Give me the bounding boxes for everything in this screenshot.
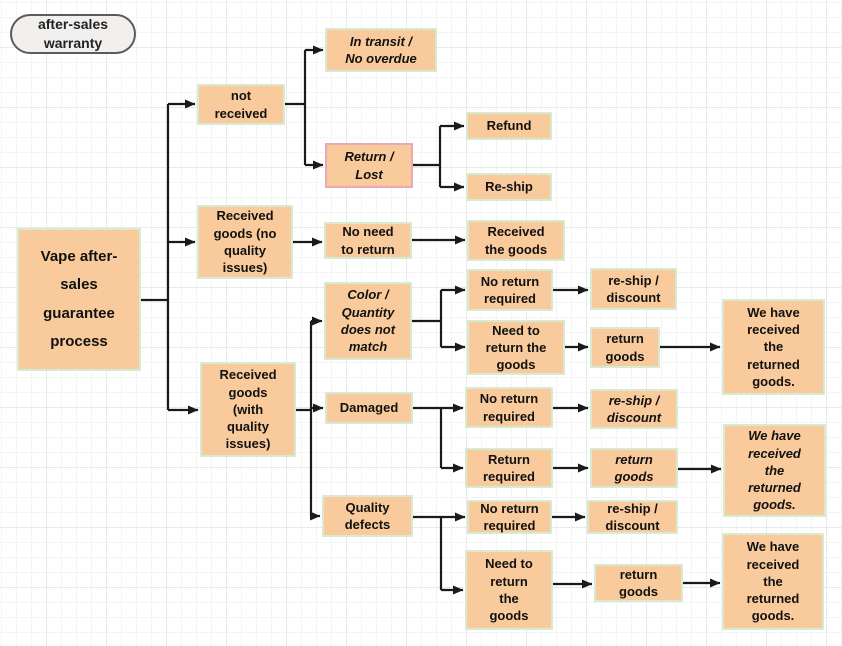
node-received-the-goods[interactable]: Received the goods [467,220,565,261]
node-return-goods-2[interactable]: return goods [590,448,678,488]
node-no-return-required-3[interactable]: No return required [467,500,552,534]
node-received-goods-with-quality-issues[interactable]: Received goods (with quality issues) [200,362,296,457]
node-we-have-received-returned-goods-2[interactable]: We have received the returned goods. [723,424,826,517]
node-we-have-received-returned-goods-3[interactable]: We have received the returned goods. [722,533,824,630]
node-we-have-received-returned-goods-1[interactable]: We have received the returned goods. [722,299,825,395]
node-need-to-return-the-goods-2[interactable]: Need to return the goods [465,550,553,630]
node-damaged[interactable]: Damaged [325,392,413,424]
node-return-required[interactable]: Return required [465,448,553,488]
node-reship-discount-3[interactable]: re-ship / discount [587,500,678,534]
node-vape-after-sales-process[interactable]: Vape after- sales guarantee process [17,228,141,371]
node-not-received[interactable]: not received [197,84,285,125]
node-no-need-to-return[interactable]: No need to return [324,222,412,259]
node-return-goods-3[interactable]: return goods [594,564,683,602]
node-reship-discount-1[interactable]: re-ship / discount [590,268,677,310]
node-return-lost[interactable]: Return / Lost [325,143,413,188]
connector-skeleton [141,50,443,590]
node-no-return-required-2[interactable]: No return required [465,387,553,428]
node-refund[interactable]: Refund [466,112,552,140]
node-re-ship[interactable]: Re-ship [466,173,552,201]
node-need-to-return-the-goods-1[interactable]: Need to return the goods [467,320,565,375]
node-color-quantity-does-not-match[interactable]: Color / Quantity does not match [324,282,412,360]
node-return-goods-1[interactable]: return goods [590,327,660,368]
node-no-return-required-1[interactable]: No return required [467,269,553,311]
node-quality-defects[interactable]: Quality defects [322,495,413,537]
node-received-goods-no-quality-issues[interactable]: Received goods (no quality issues) [197,205,293,279]
node-in-transit-no-overdue[interactable]: In transit / No overdue [325,28,437,72]
node-reship-discount-2[interactable]: re-ship / discount [590,389,678,429]
legend-after-sales-warranty[interactable]: after-sales warranty [10,14,136,54]
